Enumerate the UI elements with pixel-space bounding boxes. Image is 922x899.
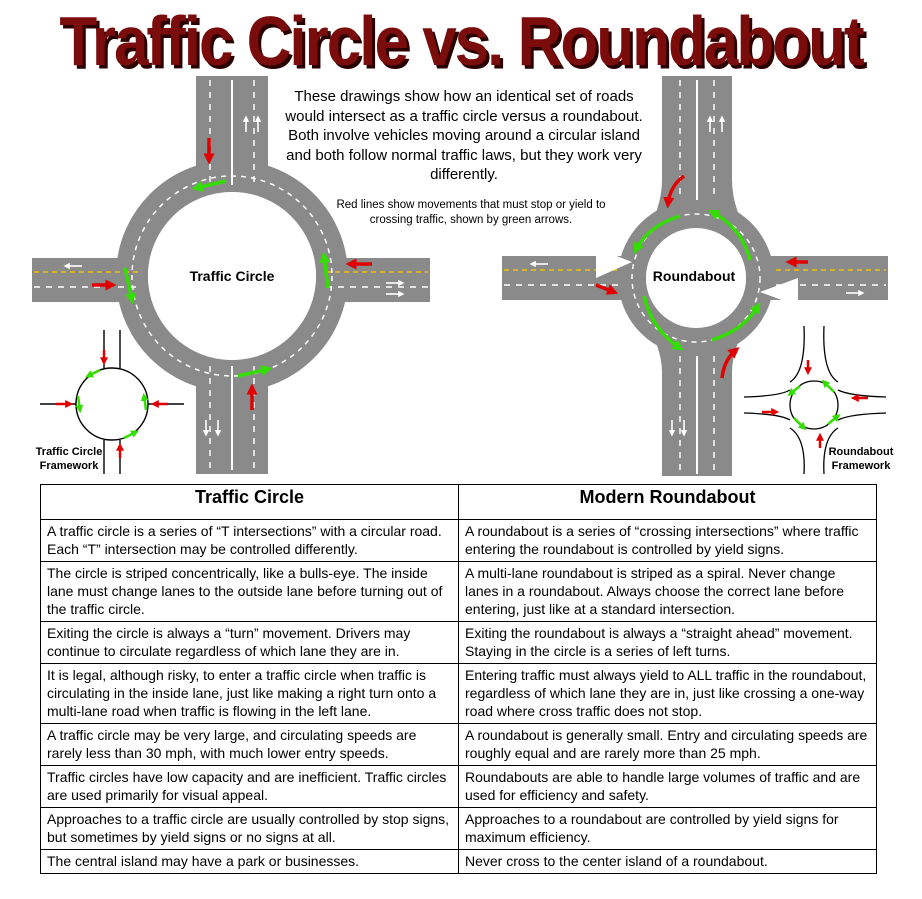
rb-framework-line2: Framework (831, 460, 891, 472)
red-stop-arrow-icon (720, 347, 740, 379)
table-row: A traffic circle may be very large, and … (40, 723, 877, 766)
table-row: Exiting the circle is always a “turn” mo… (40, 621, 877, 664)
tc-framework-line2: Framework (39, 460, 99, 472)
framework-arrows-right (762, 360, 868, 448)
green-flow-arrow-icon (711, 302, 761, 342)
traffic-circle-framework-label: Traffic Circle Framework (14, 445, 124, 473)
roundabout-lane-arrows (529, 115, 865, 437)
legend-note: Red lines show movements that must stop … (336, 199, 606, 226)
table-row: Traffic circles have low capacity and ar… (40, 765, 877, 808)
table-cell: A roundabout is generally small. Entry a… (458, 723, 877, 766)
page-title: Traffic Circle vs. Roundabout (59, 3, 864, 81)
rb-framework-line1: Roundabout (828, 446, 894, 458)
green-flow-arrow-icon (642, 295, 684, 351)
roundabout-flow-arrows (633, 209, 761, 351)
roundabout-roads (502, 76, 888, 476)
roundabout-center (646, 228, 746, 328)
table-row: A traffic circle is a series of “T inter… (40, 519, 877, 562)
green-flow-arrow-icon (237, 365, 273, 378)
table-cell: It is legal, although risky, to enter a … (40, 663, 459, 724)
red-stop-arrow-icon (663, 174, 686, 209)
traffic-circle-stop-arrows (92, 138, 372, 410)
table-cell: A roundabout is a series of “crossing in… (458, 519, 877, 562)
traffic-circle-lane-arrows (63, 115, 405, 437)
roundabout-stop-arrows (595, 174, 808, 379)
table-cell: A traffic circle is a series of “T inter… (40, 519, 459, 562)
framework-arrows-left (56, 350, 168, 458)
table-cell: Entering traffic must always yield to AL… (458, 663, 877, 724)
header-traffic-circle: Traffic Circle (40, 484, 459, 520)
table-cell: A traffic circle may be very large, and … (40, 723, 459, 766)
traffic-circle-roads (32, 76, 430, 474)
table-header-row: Traffic Circle Modern Roundabout (40, 484, 877, 520)
intro-text: These drawings show how an identical set… (285, 88, 643, 183)
green-flow-arrow-icon (191, 179, 227, 192)
roundabout-framework-label: Roundabout Framework (816, 445, 906, 473)
table-row: It is legal, although risky, to enter a … (40, 663, 877, 724)
table-row: Approaches to a traffic circle are usual… (40, 807, 877, 850)
table-row: The central island may have a park or bu… (40, 849, 877, 874)
traffic-circle-flow-arrows (123, 179, 331, 378)
table-cell: The circle is striped concentrically, li… (40, 561, 459, 622)
traffic-circle-label: Traffic Circle (189, 268, 275, 284)
roundabout-label: Roundabout (652, 268, 736, 284)
traffic-circle-center (148, 192, 316, 360)
green-flow-arrow-icon (123, 267, 137, 305)
header-modern-roundabout: Modern Roundabout (458, 484, 877, 520)
table-cell: Exiting the circle is always a “turn” mo… (40, 621, 459, 664)
table-cell: The central island may have a park or bu… (40, 849, 459, 874)
green-flow-arrow-icon (633, 214, 681, 255)
tc-framework-line1: Traffic Circle (35, 446, 103, 458)
comparison-table: Traffic Circle Modern Roundabout A traff… (40, 484, 877, 874)
red-stop-arrow-icon (595, 283, 619, 295)
table-cell: Approaches to a roundabout are controlle… (458, 807, 877, 850)
table-row: The circle is striped concentrically, li… (40, 561, 877, 622)
table-cell: Exiting the roundabout is always a “stra… (458, 621, 877, 664)
table-cell: Never cross to the center island of a ro… (458, 849, 877, 874)
green-flow-arrow-icon (708, 209, 752, 261)
table-cell: Roundabouts are able to handle large vol… (458, 765, 877, 808)
green-flow-arrow-icon (319, 251, 331, 289)
table-cell: A multi-lane roundabout is striped as a … (458, 561, 877, 622)
table-cell: Approaches to a traffic circle are usual… (40, 807, 459, 850)
intersection-diagram (32, 76, 888, 476)
table-cell: Traffic circles have low capacity and ar… (40, 765, 459, 808)
